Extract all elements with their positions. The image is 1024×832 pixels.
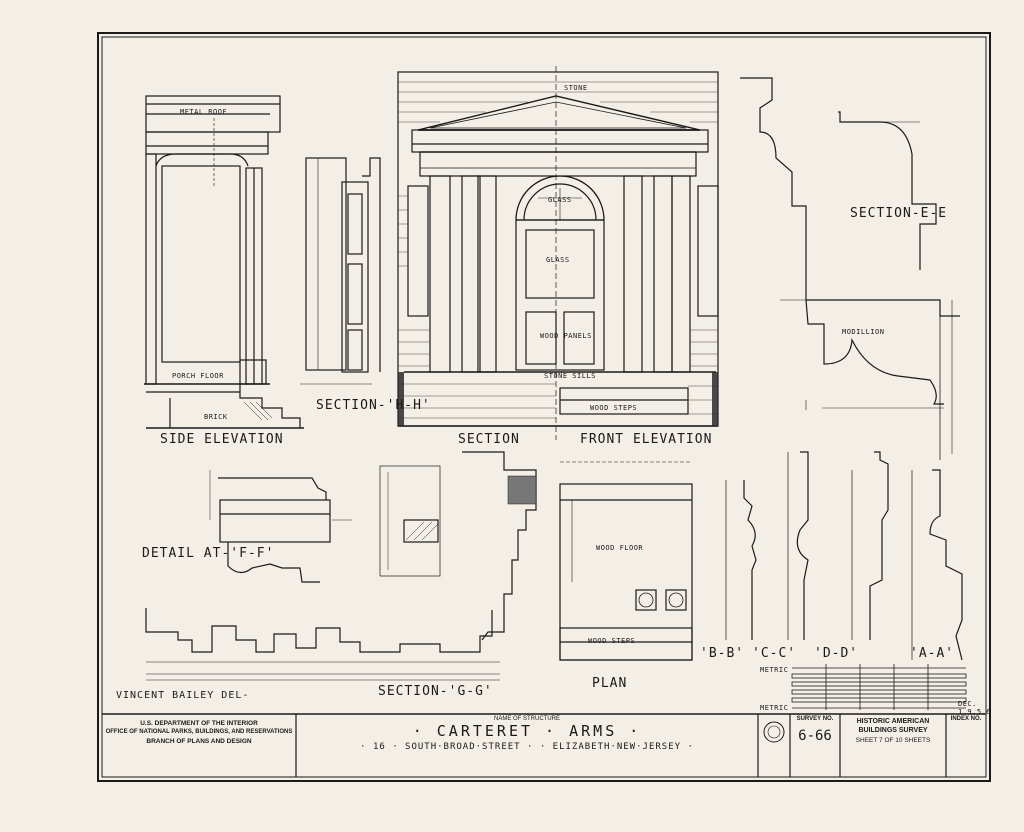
- structure-name: · CARTERET · ARMS ·: [412, 722, 642, 740]
- survey-no-label: SURVEY NO.: [796, 716, 834, 722]
- moulding-profiles-drawing: [725, 451, 963, 661]
- wood-floor-note: WOOD FLOOR: [596, 544, 644, 552]
- survey-number: 6-66: [798, 728, 832, 744]
- detail-ff-drawing: [209, 470, 352, 583]
- side-elevation-label: SIDE ELEVATION: [160, 432, 284, 447]
- name-of-structure-label: NAME OF STRUCTURE: [494, 716, 560, 722]
- metric-label-top: METRIC: [760, 666, 789, 674]
- section-ee-label: SECTION-E-E: [850, 206, 948, 221]
- habs-line-2: BUILDINGS SURVEY: [858, 727, 928, 734]
- section-gg-drawing: [145, 608, 500, 681]
- section-front-elevation-drawing: [397, 66, 719, 440]
- middle-section-detail-drawing: [379, 465, 441, 577]
- structure-address: · 16 · SOUTH·BROAD·STREET · · ELIZABETH·…: [360, 742, 694, 752]
- section-hh-drawing: [300, 157, 381, 385]
- metal-roof-note: METAL ROOF: [180, 108, 228, 116]
- wood-steps-plan-note: WOOD STEPS: [588, 637, 636, 645]
- sheet-number: SHEET 7 OF 10 SHEETS: [855, 737, 931, 744]
- side-elevation-drawing: [144, 95, 304, 429]
- wood-panels-note: WOOD PANELS: [540, 332, 592, 340]
- section-gg-label: SECTION-'G-G': [378, 684, 493, 699]
- stone-sills-note: STONE SILLS: [544, 372, 596, 380]
- habs-line-1: HISTORIC AMERICAN: [856, 718, 930, 725]
- detail-ff-label: DETAIL AT-'F-F': [142, 546, 275, 561]
- porch-floor-note: PORCH FLOOR: [172, 372, 224, 380]
- section-ee-drawing: [740, 77, 960, 460]
- wood-steps-front-note: WOOD STEPS: [590, 404, 638, 412]
- agency-line-1: U.S. DEPARTMENT OF THE INTERIOR: [140, 720, 258, 727]
- agency-line-3: BRANCH OF PLANS AND DESIGN: [146, 738, 252, 745]
- plan-label: PLAN: [592, 676, 628, 691]
- index-no-label: INDEX NO.: [950, 716, 982, 722]
- metric-label-bottom: METRIC: [760, 704, 789, 712]
- bb-label: 'B-B': [700, 646, 745, 661]
- agency-line-2: OFFICE OF NATIONAL PARKS, BUILDINGS, AND…: [105, 729, 293, 735]
- cornice-return-profile-drawing: [462, 451, 537, 641]
- dd-label: 'D-D': [814, 646, 859, 661]
- glass-top-note: GLASS: [548, 196, 572, 204]
- stone-note: STONE: [564, 84, 588, 92]
- glass-door-note: GLASS: [546, 256, 570, 264]
- scale-dec-label: DEC.: [958, 700, 977, 708]
- cc-label: 'C-C': [752, 646, 797, 661]
- graphic-scale: [791, 664, 967, 710]
- brick-note: BRICK: [204, 413, 228, 421]
- section-hh-label: SECTION-'H-H': [316, 398, 431, 413]
- aa-label: 'A-A': [910, 646, 955, 661]
- front-elevation-label: FRONT ELEVATION: [580, 432, 713, 447]
- modillion-note: MODILLION: [842, 328, 885, 336]
- scale-note: 1.9.5.6: [958, 708, 992, 716]
- habs-seal: [763, 721, 785, 743]
- delineator-credit: VINCENT BAILEY DEL-: [116, 690, 250, 701]
- plan-drawing: [559, 461, 693, 661]
- section-label: SECTION: [458, 432, 520, 447]
